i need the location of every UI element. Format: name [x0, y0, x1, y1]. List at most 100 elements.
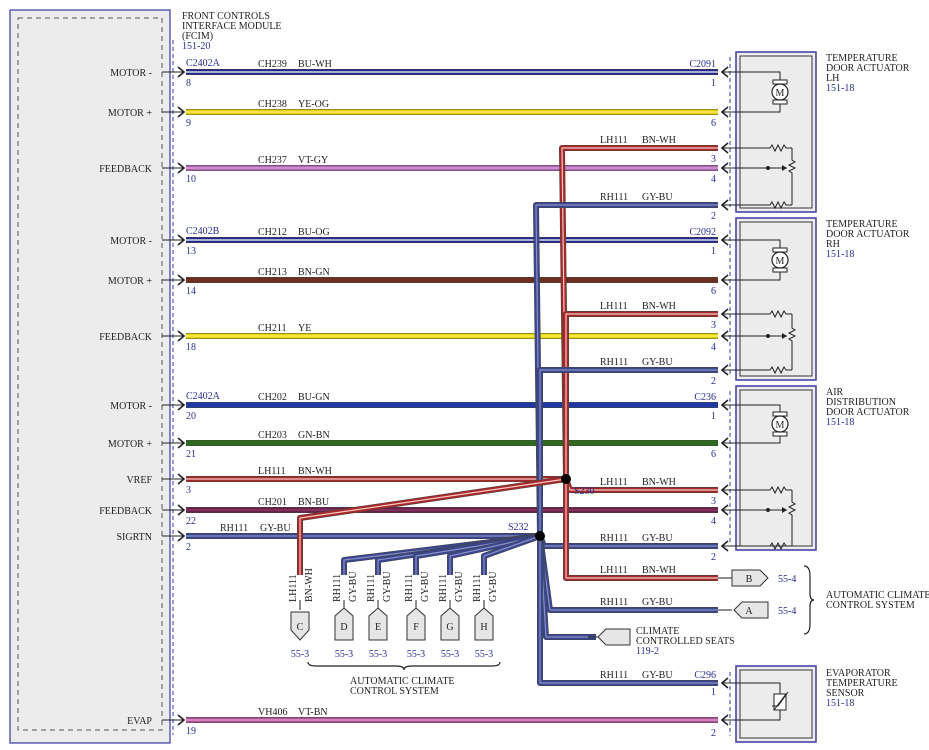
- vertical-color-label: GY-BU: [420, 571, 431, 602]
- component-name-line: DISTRIBUTION: [826, 397, 896, 408]
- connector-letter: F: [413, 622, 419, 633]
- branch-circuit-label: RH111: [600, 357, 628, 368]
- branch-circuit-label: LH111: [600, 477, 628, 488]
- brace-icon: [803, 565, 815, 635]
- branch-pin-number: 2: [711, 211, 716, 222]
- motor-icon: [771, 415, 789, 433]
- component-ref: 151-18: [826, 83, 854, 94]
- wire-color-label: BN-BU: [298, 497, 330, 508]
- bottom-group-label-line: AUTOMATIC CLIMATE: [350, 676, 455, 687]
- connector-label: C2402A: [186, 58, 221, 69]
- seats-connector-icon: [597, 628, 631, 646]
- branch-wire-rh111-to-h-stripe: [483, 535, 541, 575]
- wire-color-label: YE-OG: [298, 99, 329, 110]
- pin-name-label: MOTOR -: [110, 236, 152, 247]
- pin-arrow-icon: [177, 504, 186, 516]
- dest-connector-label: C2091: [689, 59, 716, 70]
- resistor-icon: [722, 143, 792, 153]
- connector-label: C2402A: [186, 391, 221, 402]
- splice-label-s232: S232: [508, 522, 529, 533]
- vertical-color-label: BN-WH: [304, 568, 315, 602]
- branch-color-label: BN-WH: [642, 477, 676, 488]
- dest-pin-number: 4: [711, 516, 716, 527]
- resistor-icon: [722, 309, 792, 319]
- branch-color-label: BN-WH: [642, 565, 676, 576]
- pin-number: 14: [186, 286, 196, 297]
- connector-letter: E: [375, 622, 381, 633]
- branch-color-label: GY-BU: [642, 357, 673, 368]
- wire-color-label: VT-BN: [298, 707, 328, 718]
- component-ref: 151-18: [826, 698, 854, 709]
- module-title-line-1: FRONT CONTROLS: [182, 11, 270, 22]
- connector-b-icon: [731, 569, 769, 587]
- pin-number: 22: [186, 516, 196, 527]
- connector-letter: G: [446, 622, 453, 633]
- wiper-node: [766, 166, 770, 170]
- motor-lead: [722, 104, 781, 113]
- branch-circuit-label: LH111: [600, 565, 628, 576]
- dest-pin-number: 4: [711, 174, 716, 185]
- wiper-arrow-icon: [782, 333, 787, 339]
- component-name-line: TEMPERATURE: [826, 219, 898, 230]
- wiper-node: [766, 334, 770, 338]
- resistor-icon: [722, 541, 792, 551]
- branch-color-label: GY-BU: [642, 670, 673, 681]
- component-name-line: TEMPERATURE: [826, 53, 898, 64]
- pin-arrow-icon: [177, 399, 186, 411]
- connector-letter: C: [297, 622, 304, 633]
- connector-letter: A: [745, 606, 753, 617]
- pin-number: 3: [186, 485, 191, 496]
- pin-name-label: MOTOR +: [108, 108, 152, 119]
- pin-number: 13: [186, 246, 196, 257]
- component-box: [735, 51, 817, 213]
- connector-letter: B: [746, 574, 753, 585]
- bottom-brace-icon: [307, 661, 501, 671]
- motor-lead: [722, 239, 781, 248]
- dest-pin-number: 1: [711, 78, 716, 89]
- vertical-circuit-label: RH111: [472, 574, 483, 602]
- component-inner-box: [739, 55, 813, 209]
- branch-color-label: GY-BU: [642, 192, 673, 203]
- component-name-line: LH: [826, 73, 839, 84]
- pin-number: 20: [186, 411, 196, 422]
- pin-number: 2: [186, 542, 191, 553]
- splice-s232-dot: [535, 531, 545, 541]
- circuit-label: CH239: [258, 59, 287, 70]
- pin-number: 9: [186, 118, 191, 129]
- vertical-color-label: GY-BU: [348, 571, 359, 602]
- component-layer: MMM: [290, 51, 817, 743]
- branch-color-label: BN-WH: [642, 135, 676, 146]
- component-box: [735, 217, 817, 381]
- motor-brush: [772, 247, 788, 253]
- connector-ref: 55-4: [778, 574, 796, 585]
- dest-pin-number: 1: [711, 411, 716, 422]
- dest-connector-label: C296: [694, 670, 716, 681]
- evap-sensor-inner: [739, 669, 813, 739]
- dest-pin-number: 6: [711, 449, 716, 460]
- motor-icon: [771, 251, 789, 269]
- component-box: [735, 385, 817, 551]
- motor-lead: [722, 71, 781, 80]
- splice-label-s230: S230: [574, 486, 595, 497]
- branch-wire-lh111-stripe: [565, 313, 718, 479]
- pin-arrow-icon: [177, 234, 186, 246]
- component-name-line: TEMPERATURE: [826, 678, 898, 689]
- pin-arrow-icon: [177, 66, 186, 78]
- thermistor-slash-icon: [772, 691, 789, 711]
- right-group-label-line: CONTROL SYSTEM: [826, 600, 915, 611]
- pin-arrow-icon: [177, 106, 186, 118]
- wire-color-label: GN-BN: [298, 430, 330, 441]
- connector-ref: 55-3: [291, 649, 309, 660]
- pin-number: 18: [186, 342, 196, 353]
- seats-ref: 119-2: [636, 646, 659, 657]
- branch-wire-rh111-to-g-stripe: [449, 535, 541, 575]
- component-ref: 151-18: [826, 417, 854, 428]
- branch-pin-number: 3: [711, 320, 716, 331]
- branch-pin-number: 3: [711, 154, 716, 165]
- connector-c-icon: [290, 611, 310, 641]
- dest-pin-number: 6: [711, 118, 716, 129]
- connector-letter: H: [480, 622, 487, 633]
- connector-ref: 55-3: [475, 649, 493, 660]
- pin-name-label: MOTOR +: [108, 439, 152, 450]
